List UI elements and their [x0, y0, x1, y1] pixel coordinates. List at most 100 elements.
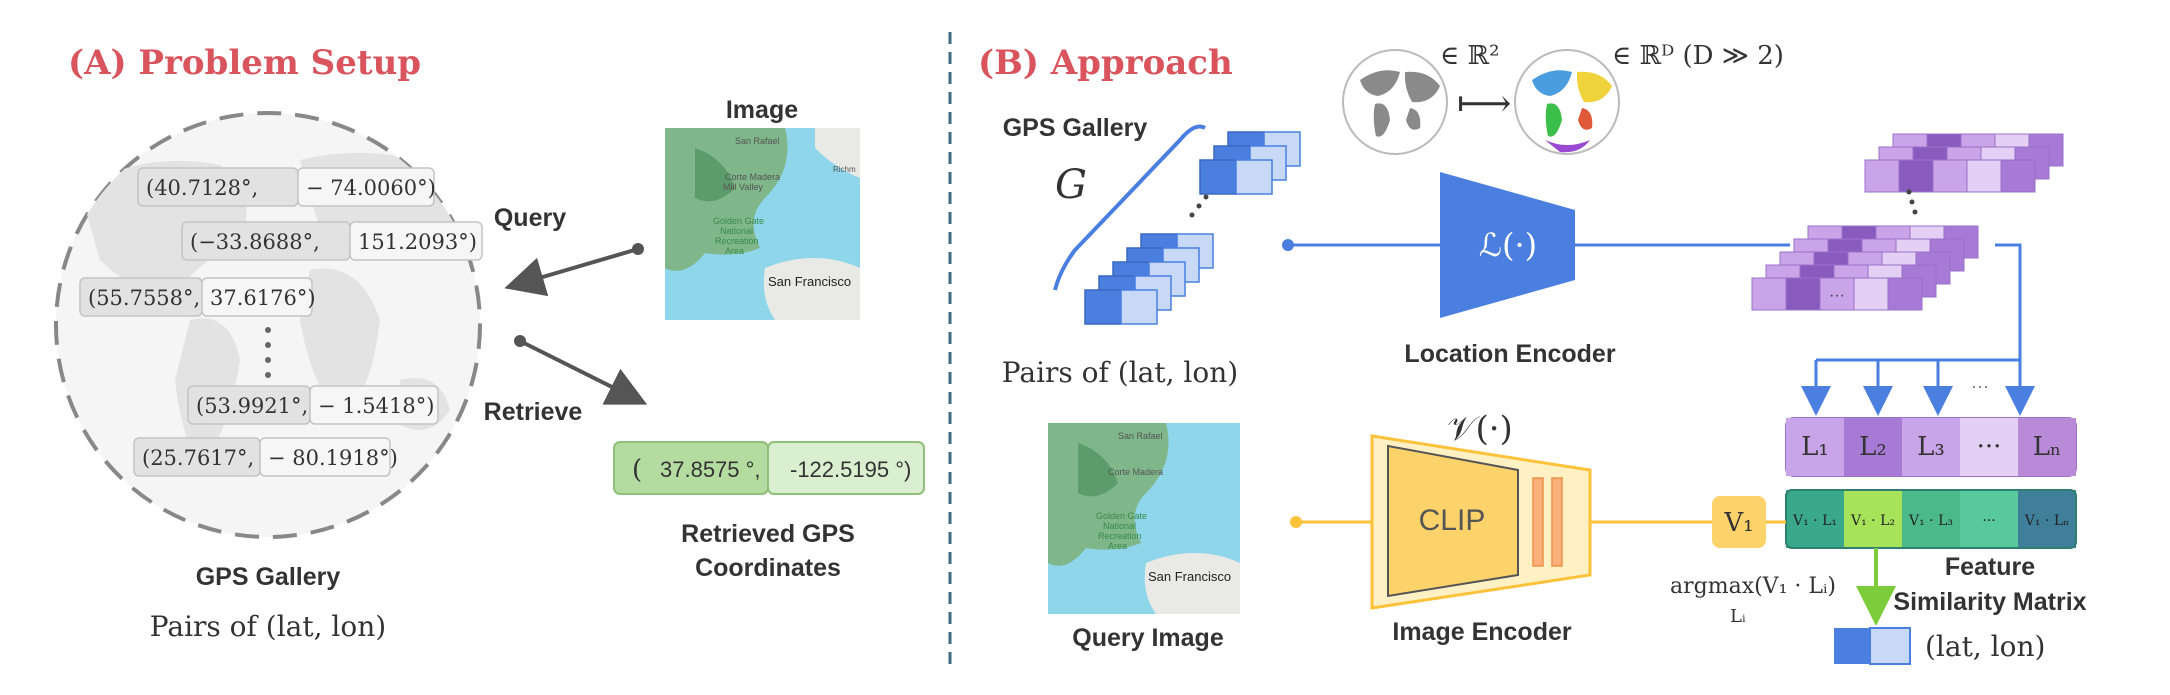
l-cell — [1960, 418, 2018, 476]
embedding-ellipsis — [1906, 189, 1918, 215]
map-label: National — [1103, 521, 1136, 531]
stack-ellipsis — [1189, 194, 1209, 218]
gallery-entry-lon: − 74.0060°) — [306, 176, 436, 200]
l-cell-label: L₃ — [1917, 432, 1945, 462]
result-open: ( — [632, 455, 642, 485]
clip-label: CLIP — [1419, 504, 1486, 537]
gallery-entry: (55.7558°, 37.6176°) — [79, 277, 316, 317]
gallery-brace — [1053, 124, 1207, 291]
argmax-subscript: Lᵢ — [1730, 606, 1746, 627]
gallery-entry-lat: (−33.8688°, — [190, 230, 320, 254]
similarity-cell — [2018, 490, 2076, 548]
map-label: Recreation — [715, 236, 759, 246]
distribution-arrows — [1801, 243, 2035, 416]
similarity-cell — [1902, 490, 1960, 548]
gps-pair-card — [1199, 159, 1273, 195]
l-cell-label: L₂ — [1859, 432, 1887, 462]
gallery-entry: (25.7617°, − 80.1918°) — [133, 437, 398, 477]
gallery-entry: (53.9921°,− 1.5418°) — [187, 385, 439, 425]
map-label: San Francisco — [768, 274, 851, 289]
retrieve-label: Retrieve — [484, 398, 583, 426]
location-encoder-fn: ℒ(·) — [1479, 226, 1537, 264]
similarity-cell-label: ··· — [1982, 513, 1995, 529]
l-cell — [1902, 418, 1960, 476]
embedding-dots: ··· — [1829, 287, 1845, 304]
similarity-row-frame — [1785, 489, 2077, 549]
map-label: Corte Madera — [725, 172, 780, 182]
output-embedding — [1834, 627, 1911, 665]
l-cell — [1844, 418, 1902, 476]
maps-to-symbol: ⟼ — [1457, 81, 1511, 125]
similarity-cell — [1844, 490, 1902, 548]
gallery-label-b: GPS Gallery — [1003, 114, 1148, 142]
map-label: Mill Valley — [723, 182, 763, 192]
gps-pair-card — [1084, 289, 1158, 325]
query-map-image-b: San Rafael Corte Madera Golden Gate Nati… — [1048, 423, 1240, 614]
map-label: San Rafael — [1118, 431, 1163, 441]
l-cell-label: Lₙ — [2033, 432, 2062, 462]
clip-layer-2 — [1551, 477, 1563, 567]
distribution-ellipsis: ··· — [1971, 376, 1989, 396]
r2-label: ∈ ℝ² — [1440, 41, 1500, 71]
gallery-entry-lat: (40.7128°, — [146, 176, 258, 200]
map-label: Recreation — [1098, 531, 1142, 541]
panel-a-title: (A) Problem Setup — [68, 43, 421, 83]
g-symbol: G — [1055, 162, 1087, 208]
gray-globe-icon — [1342, 49, 1448, 155]
similarity-cell — [1786, 490, 1844, 548]
similarity-cell-label: V₁ · L₂ — [1850, 513, 1895, 529]
image-label: Image — [726, 96, 798, 124]
output-label: (lat, lon) — [1925, 630, 2045, 663]
vision-fn: 𝒱(·) — [1447, 409, 1513, 449]
retrieve-arrow — [519, 339, 648, 405]
map-label: Area — [725, 246, 744, 256]
pairs-label: Pairs of (lat, lon) — [150, 610, 386, 643]
gallery-entry: (40.7128°, − 74.0060°) — [137, 167, 436, 207]
map-label: Golden Gate — [713, 216, 764, 226]
image-encoder-label: Image Encoder — [1392, 618, 1571, 646]
location-embedding-card: ··· — [1751, 277, 1923, 311]
gallery-entry-lat: (55.7558°, — [88, 286, 200, 310]
colored-globe-icon — [1514, 49, 1620, 155]
l-cell-label: ··· — [1977, 432, 2002, 462]
retrieved-coordinates: ( 37.8575 °, -122.5195 °) — [613, 441, 925, 495]
similarity-cell-label: V₁ · L₃ — [1908, 513, 1953, 529]
gallery-entry-lon: − 1.5418°) — [318, 394, 434, 418]
argmax-label: argmax(V₁ · Lᵢ) — [1670, 574, 1836, 599]
gallery-entry-lon: 37.6176°) — [210, 286, 316, 310]
query-image-label: Query Image — [1072, 624, 1224, 652]
gallery-entry-lon: 151.2093°) — [358, 230, 477, 254]
retrieved-label-2: Coordinates — [695, 554, 841, 582]
map-label: National — [720, 226, 753, 236]
gallery-ellipsis — [265, 327, 271, 378]
map-label: Golden Gate — [1096, 511, 1147, 521]
map-label: Area — [1108, 541, 1127, 551]
result-lat: 37.8575 °, — [660, 457, 761, 482]
location-encoder-shape — [1440, 172, 1575, 318]
similarity-cell-label: V₁ · L₁ — [1792, 513, 1837, 529]
gallery-entry-lon: − 80.1918°) — [268, 446, 398, 470]
l-cell — [2018, 418, 2076, 476]
map-label: Richm — [833, 165, 856, 174]
similarity-cell-label: V₁ · Lₙ — [2024, 513, 2069, 529]
similarity-cell — [1960, 490, 2018, 548]
pairs-label-b: Pairs of (lat, lon) — [1002, 356, 1238, 389]
v1-label: V₁ — [1723, 508, 1753, 538]
map-label: San Rafael — [735, 136, 780, 146]
clip-layer-1 — [1532, 477, 1544, 567]
map-label: San Francisco — [1148, 569, 1231, 584]
map-label: Corte Madera — [1108, 467, 1163, 477]
gallery-entry: (−33.8688°, 151.2093°) — [181, 221, 483, 261]
l-cell — [1786, 418, 1844, 476]
query-map-image-a: San Rafael Corte Madera Mill Valley Gold… — [665, 128, 860, 320]
gallery-entry-lat: (25.7617°, — [142, 446, 254, 470]
feature-label-2: Similarity Matrix — [1893, 588, 2086, 616]
location-embedding-card — [1864, 159, 2036, 193]
clip-shape — [1387, 444, 1519, 598]
query-label: Query — [494, 204, 566, 232]
v1-box — [1712, 496, 1766, 548]
query-arrow — [504, 247, 639, 297]
l-cell-label: L₁ — [1801, 432, 1829, 462]
retrieved-label-1: Retrieved GPS — [681, 520, 855, 548]
panel-b-title: (B) Approach — [978, 43, 1233, 83]
